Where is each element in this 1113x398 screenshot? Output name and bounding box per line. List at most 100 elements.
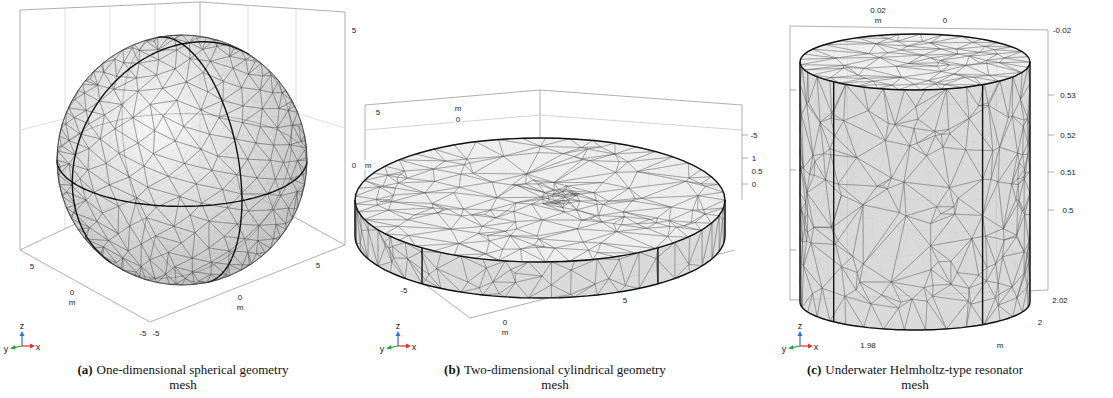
axis-tick-label: 5	[351, 26, 357, 35]
axis-tick-label: 0.52	[1059, 131, 1077, 140]
z-arrow	[397, 335, 398, 346]
axis-tick-label: -5	[151, 329, 160, 338]
axis-tick-label: 0	[69, 288, 75, 297]
caption-tag: (b)	[444, 362, 460, 377]
figure-caption: (c) Underwater Helmholtz-type resonator m…	[795, 362, 1035, 392]
axis-tick-label: m	[501, 328, 510, 337]
axis-triad-letter: z	[396, 321, 401, 331]
axis-tick-label: 1	[751, 154, 757, 163]
tick-mark	[1048, 210, 1054, 211]
axis-triad-letter: y	[782, 344, 787, 354]
axis-tick-label: m	[364, 161, 373, 170]
edge-curve-hidden	[112, 55, 292, 278]
y-arrow-head	[10, 345, 16, 350]
tick-mark	[790, 90, 796, 91]
front-mesh	[57, 35, 307, 285]
y-arrow-head	[386, 345, 392, 350]
sphere-outline	[57, 35, 307, 285]
caption-text: One-dimensional spherical geometry mesh	[97, 362, 289, 392]
axis-tick-label: 0.51	[1059, 168, 1077, 177]
z-arrow	[21, 335, 22, 346]
caption-text: Underwater Helmholtz-type resonator mesh	[825, 362, 1023, 392]
tick-mark	[1048, 135, 1054, 136]
edge-line	[421, 248, 422, 284]
z-arrow	[799, 335, 800, 346]
cylinder-mesh	[355, 138, 725, 298]
tick-mark	[742, 158, 748, 159]
edge-curve	[158, 37, 242, 282]
edge-line	[982, 85, 983, 325]
tick-mark	[1048, 172, 1054, 173]
cylinder-top	[800, 34, 1030, 90]
figure-caption: (b) Two-dimensional cylindrical geometry …	[435, 362, 675, 392]
sphere-surface	[57, 35, 307, 285]
caption-text: Two-dimensional cylindrical geometry mes…	[464, 362, 666, 392]
edge-curve	[800, 34, 1030, 90]
axis-triad	[10, 331, 35, 350]
x-arrow	[800, 345, 809, 346]
axis-triad-letter: z	[798, 321, 803, 331]
x-arrow-head	[30, 344, 35, 349]
top-mesh	[801, 34, 1031, 90]
axis-tick-label: 0	[351, 161, 357, 170]
figure-caption: (a) One-dimensional spherical geometry me…	[63, 362, 303, 392]
edge-curve	[57, 161, 307, 207]
axis-tick-label: 0	[237, 293, 243, 302]
edge-line	[724, 200, 725, 236]
top-mesh	[355, 138, 725, 262]
y-arrow-head	[788, 345, 794, 350]
edge-line	[354, 200, 355, 236]
axis-tick-label: 0.53	[1059, 91, 1077, 100]
axis-tick-label: 5	[315, 261, 321, 270]
edge-line	[799, 62, 800, 302]
axis-triad	[386, 331, 411, 350]
caption-tag: (c)	[807, 362, 821, 377]
x-arrow-head	[406, 344, 411, 349]
cylinder-side	[800, 62, 1030, 330]
axis-tick-label: 0.5	[750, 167, 763, 176]
x-arrow	[398, 345, 407, 346]
axis-tick-label: m	[454, 104, 463, 113]
axis-tick-label: m	[874, 16, 883, 25]
axis-tick-label: 5	[375, 108, 381, 117]
mesh-group	[57, 34, 1030, 330]
axis-tick-label: 0	[455, 115, 461, 124]
z-arrow-head	[798, 331, 803, 336]
axis-triad-letter: x	[412, 342, 417, 352]
edge-curve	[355, 236, 725, 298]
front-mesh	[800, 62, 1030, 330]
edge-line	[657, 248, 658, 284]
axis-tick-label: 1.98	[859, 341, 877, 350]
axis-tick-label: m	[236, 303, 245, 312]
edge-curve	[72, 42, 249, 263]
axis-box	[20, 2, 345, 322]
axis-triad-letter: z	[20, 321, 25, 331]
axis-triad-letter: x	[36, 342, 41, 352]
axis-tick-label: 2	[1037, 318, 1043, 327]
sphere-mesh	[57, 35, 307, 285]
edge-curve	[800, 302, 1030, 330]
back-mesh	[57, 35, 307, 285]
axis-triad-letter: x	[814, 342, 819, 352]
cylinder-mesh	[800, 34, 1030, 330]
edge-curve-hidden	[122, 37, 208, 283]
tick-mark	[790, 170, 796, 171]
edge-line	[1029, 62, 1030, 302]
axis-tick-label: m	[68, 298, 77, 307]
axis-tick-label: 5	[29, 262, 35, 271]
edge-curve	[355, 138, 725, 262]
axis-tick-label: -0.02	[1052, 26, 1072, 35]
tick-mark	[742, 184, 748, 185]
axis-triad-letter: y	[4, 344, 9, 354]
axis-tick-label: 0	[942, 16, 948, 25]
tick-mark	[790, 250, 796, 251]
tick-mark	[742, 135, 748, 136]
grid-line	[365, 115, 540, 130]
axis-triad-letter: y	[380, 344, 385, 354]
caption-tag: (a)	[77, 362, 92, 377]
axis-tick-label: 0.5	[1061, 206, 1074, 215]
x-arrow-head	[808, 344, 813, 349]
tick-mark	[1048, 95, 1054, 96]
